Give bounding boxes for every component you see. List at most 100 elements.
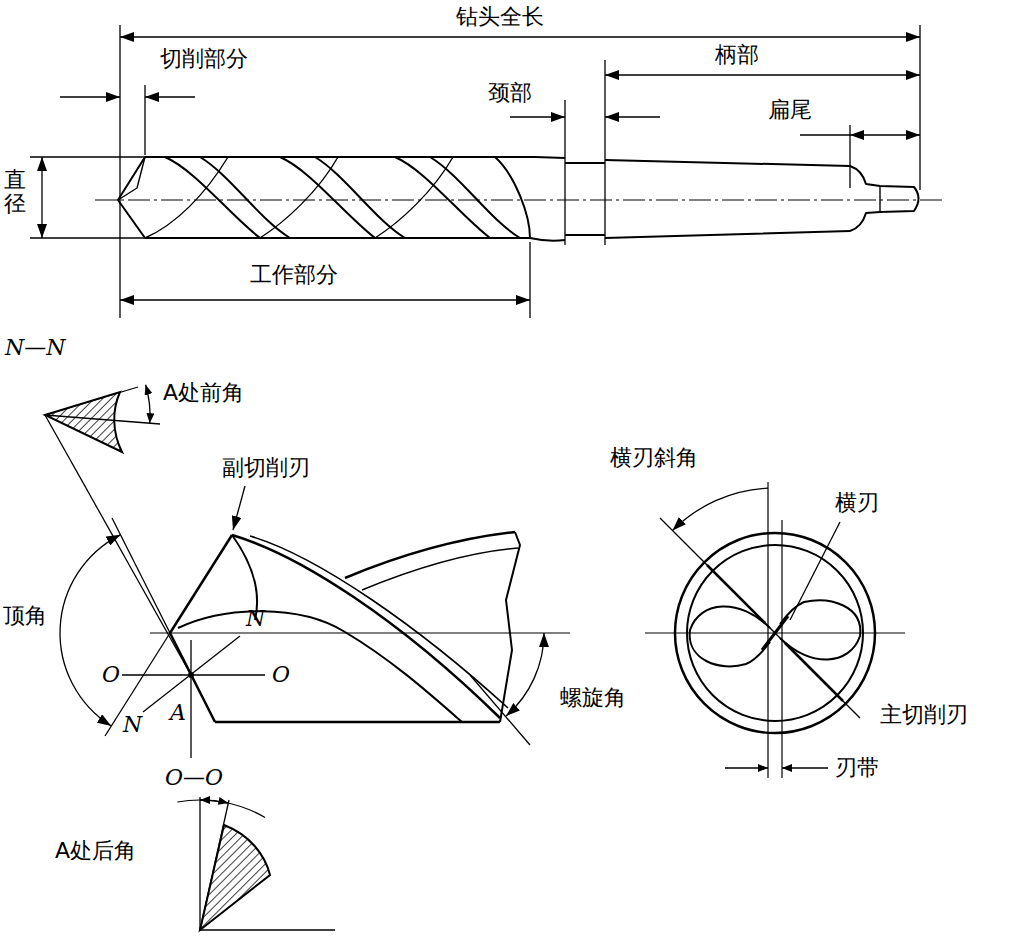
drill-side-view xyxy=(118,157,919,241)
angle-label: A处后角 xyxy=(55,838,136,864)
dimension-line xyxy=(60,96,120,97)
leader-line xyxy=(233,486,245,530)
dimension-line xyxy=(725,767,768,768)
extension-line xyxy=(470,675,530,745)
dimension-line xyxy=(120,36,920,37)
drill-tang xyxy=(879,186,880,212)
angle-arc xyxy=(200,800,228,803)
angle-arc xyxy=(506,633,544,716)
drill-body-edge xyxy=(535,157,565,158)
dimension-label: 钻头全长 xyxy=(456,4,544,30)
angle-label: 横刃斜角 xyxy=(610,445,698,471)
part-label: 刃带 xyxy=(835,755,879,781)
angle-label: A处前角 xyxy=(163,380,244,406)
reference-line xyxy=(45,415,160,424)
clearance-section xyxy=(177,797,335,930)
flute-edge xyxy=(495,157,530,238)
extension-line xyxy=(604,60,605,245)
drill-tip-view xyxy=(45,415,570,758)
break-line xyxy=(500,532,520,722)
part-label: 主切削刃 xyxy=(880,702,968,728)
angle-arc xyxy=(60,535,120,726)
section-line xyxy=(45,415,191,675)
margin-line xyxy=(767,482,768,778)
dimension-lines xyxy=(30,25,945,318)
extension-line xyxy=(119,25,120,318)
leader-line xyxy=(790,522,840,620)
helix-land xyxy=(250,536,508,708)
drill-body-edge xyxy=(345,532,515,578)
reference-line xyxy=(199,797,200,930)
drill-body-edge xyxy=(145,156,535,158)
main-cutting-lips xyxy=(170,535,232,722)
drill-point-face xyxy=(118,157,145,200)
dimension-line xyxy=(510,116,565,117)
dimension-line xyxy=(145,96,195,97)
flute-edge xyxy=(260,157,338,238)
main-cutting-edge xyxy=(707,565,765,623)
dimension-label: 工作部分 xyxy=(250,262,338,288)
drill-body-edge xyxy=(215,721,500,724)
dimension-line xyxy=(605,74,920,75)
section-wedge xyxy=(45,392,122,452)
angle-arc xyxy=(673,488,769,530)
dimension-label: 扁尾 xyxy=(768,97,812,123)
angle-arc xyxy=(146,385,150,423)
point-label: A xyxy=(170,700,186,726)
margin-line xyxy=(781,520,782,778)
angle-arc xyxy=(177,800,265,817)
angle-label: 顶角 xyxy=(3,603,47,629)
extension-line xyxy=(919,25,920,190)
center-line xyxy=(95,200,945,201)
extension-line xyxy=(144,85,145,155)
point-mark xyxy=(188,672,194,678)
dimension-line xyxy=(605,116,660,117)
section-letter: N xyxy=(246,606,265,632)
rake-section xyxy=(45,385,160,452)
drill-body-edge xyxy=(145,237,530,239)
part-label: 副切削刃 xyxy=(222,455,310,481)
axis-line xyxy=(150,632,570,633)
reference-line xyxy=(200,929,335,931)
part-label: 横刃 xyxy=(835,490,879,516)
section-label: O—O xyxy=(165,765,223,791)
section-line xyxy=(190,640,191,758)
dimension-label: 颈部 xyxy=(488,80,532,106)
drill-body-edge xyxy=(530,238,565,241)
angle-label: 螺旋角 xyxy=(560,685,626,711)
section-letter: O xyxy=(272,662,290,688)
dimension-line xyxy=(800,134,850,135)
drill-shank xyxy=(605,160,850,238)
flute-edge xyxy=(178,611,462,722)
section-letter: N xyxy=(123,712,142,738)
extension-line xyxy=(30,237,145,238)
flute-edge xyxy=(145,157,228,238)
dimension-line xyxy=(120,299,530,300)
extension-line xyxy=(112,518,170,633)
main-cutting-edge xyxy=(785,643,843,701)
dimension-line xyxy=(41,157,42,238)
flute-edge xyxy=(375,157,453,238)
drill-end-view xyxy=(645,482,905,778)
section-letter: O xyxy=(102,662,120,688)
dimension-label: 柄部 xyxy=(715,42,759,68)
helix-land xyxy=(362,548,518,590)
helix-land xyxy=(232,535,500,718)
section-label: N—N xyxy=(5,335,66,361)
rake-face-line xyxy=(45,387,138,415)
dimension-label: 切削部分 xyxy=(160,46,248,72)
extension-line xyxy=(564,100,565,245)
section-wedge xyxy=(200,825,270,930)
dimension-line xyxy=(782,767,828,768)
dimension-line xyxy=(850,134,920,135)
extension-line xyxy=(30,156,145,157)
extension-line xyxy=(529,242,530,318)
drill-tang xyxy=(850,166,919,231)
dimension-label: 直径 xyxy=(4,168,26,216)
cutting-edge-line xyxy=(660,518,860,718)
drill-point xyxy=(118,157,145,238)
drill-neck xyxy=(565,163,605,235)
chisel-edge xyxy=(762,616,788,650)
